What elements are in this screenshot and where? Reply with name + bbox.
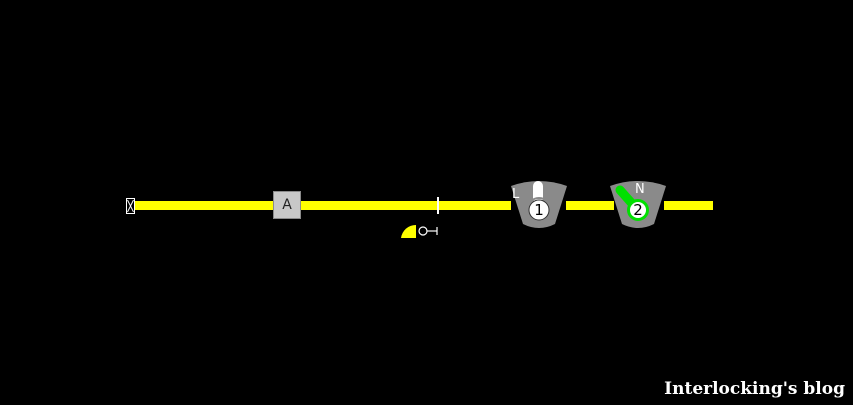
lever-2-icon	[610, 181, 666, 228]
lever-2-position-label: N	[635, 182, 645, 197]
lever-2-number: 2	[633, 201, 643, 219]
track-segment-right	[664, 201, 713, 210]
lever-1-number: 1	[534, 201, 544, 219]
buffer-stop-icon	[126, 198, 135, 214]
insulated-joint-icon	[437, 197, 439, 214]
track-segment-middle	[301, 201, 511, 210]
track-segment-left	[135, 201, 273, 210]
shunt-signal[interactable]	[399, 222, 441, 240]
track-segment-between-levers	[566, 201, 614, 210]
lever-1-position-label: L	[512, 187, 520, 202]
lever-1[interactable]: L 1	[511, 180, 567, 228]
track-section-button[interactable]: A	[273, 191, 301, 219]
watermark: Interlocking's blog	[664, 379, 845, 399]
lever-1-icon	[511, 181, 567, 228]
shunt-signal-icon	[401, 224, 438, 238]
track-section-label: A	[282, 197, 292, 213]
lever-2[interactable]: N 2	[610, 180, 666, 228]
